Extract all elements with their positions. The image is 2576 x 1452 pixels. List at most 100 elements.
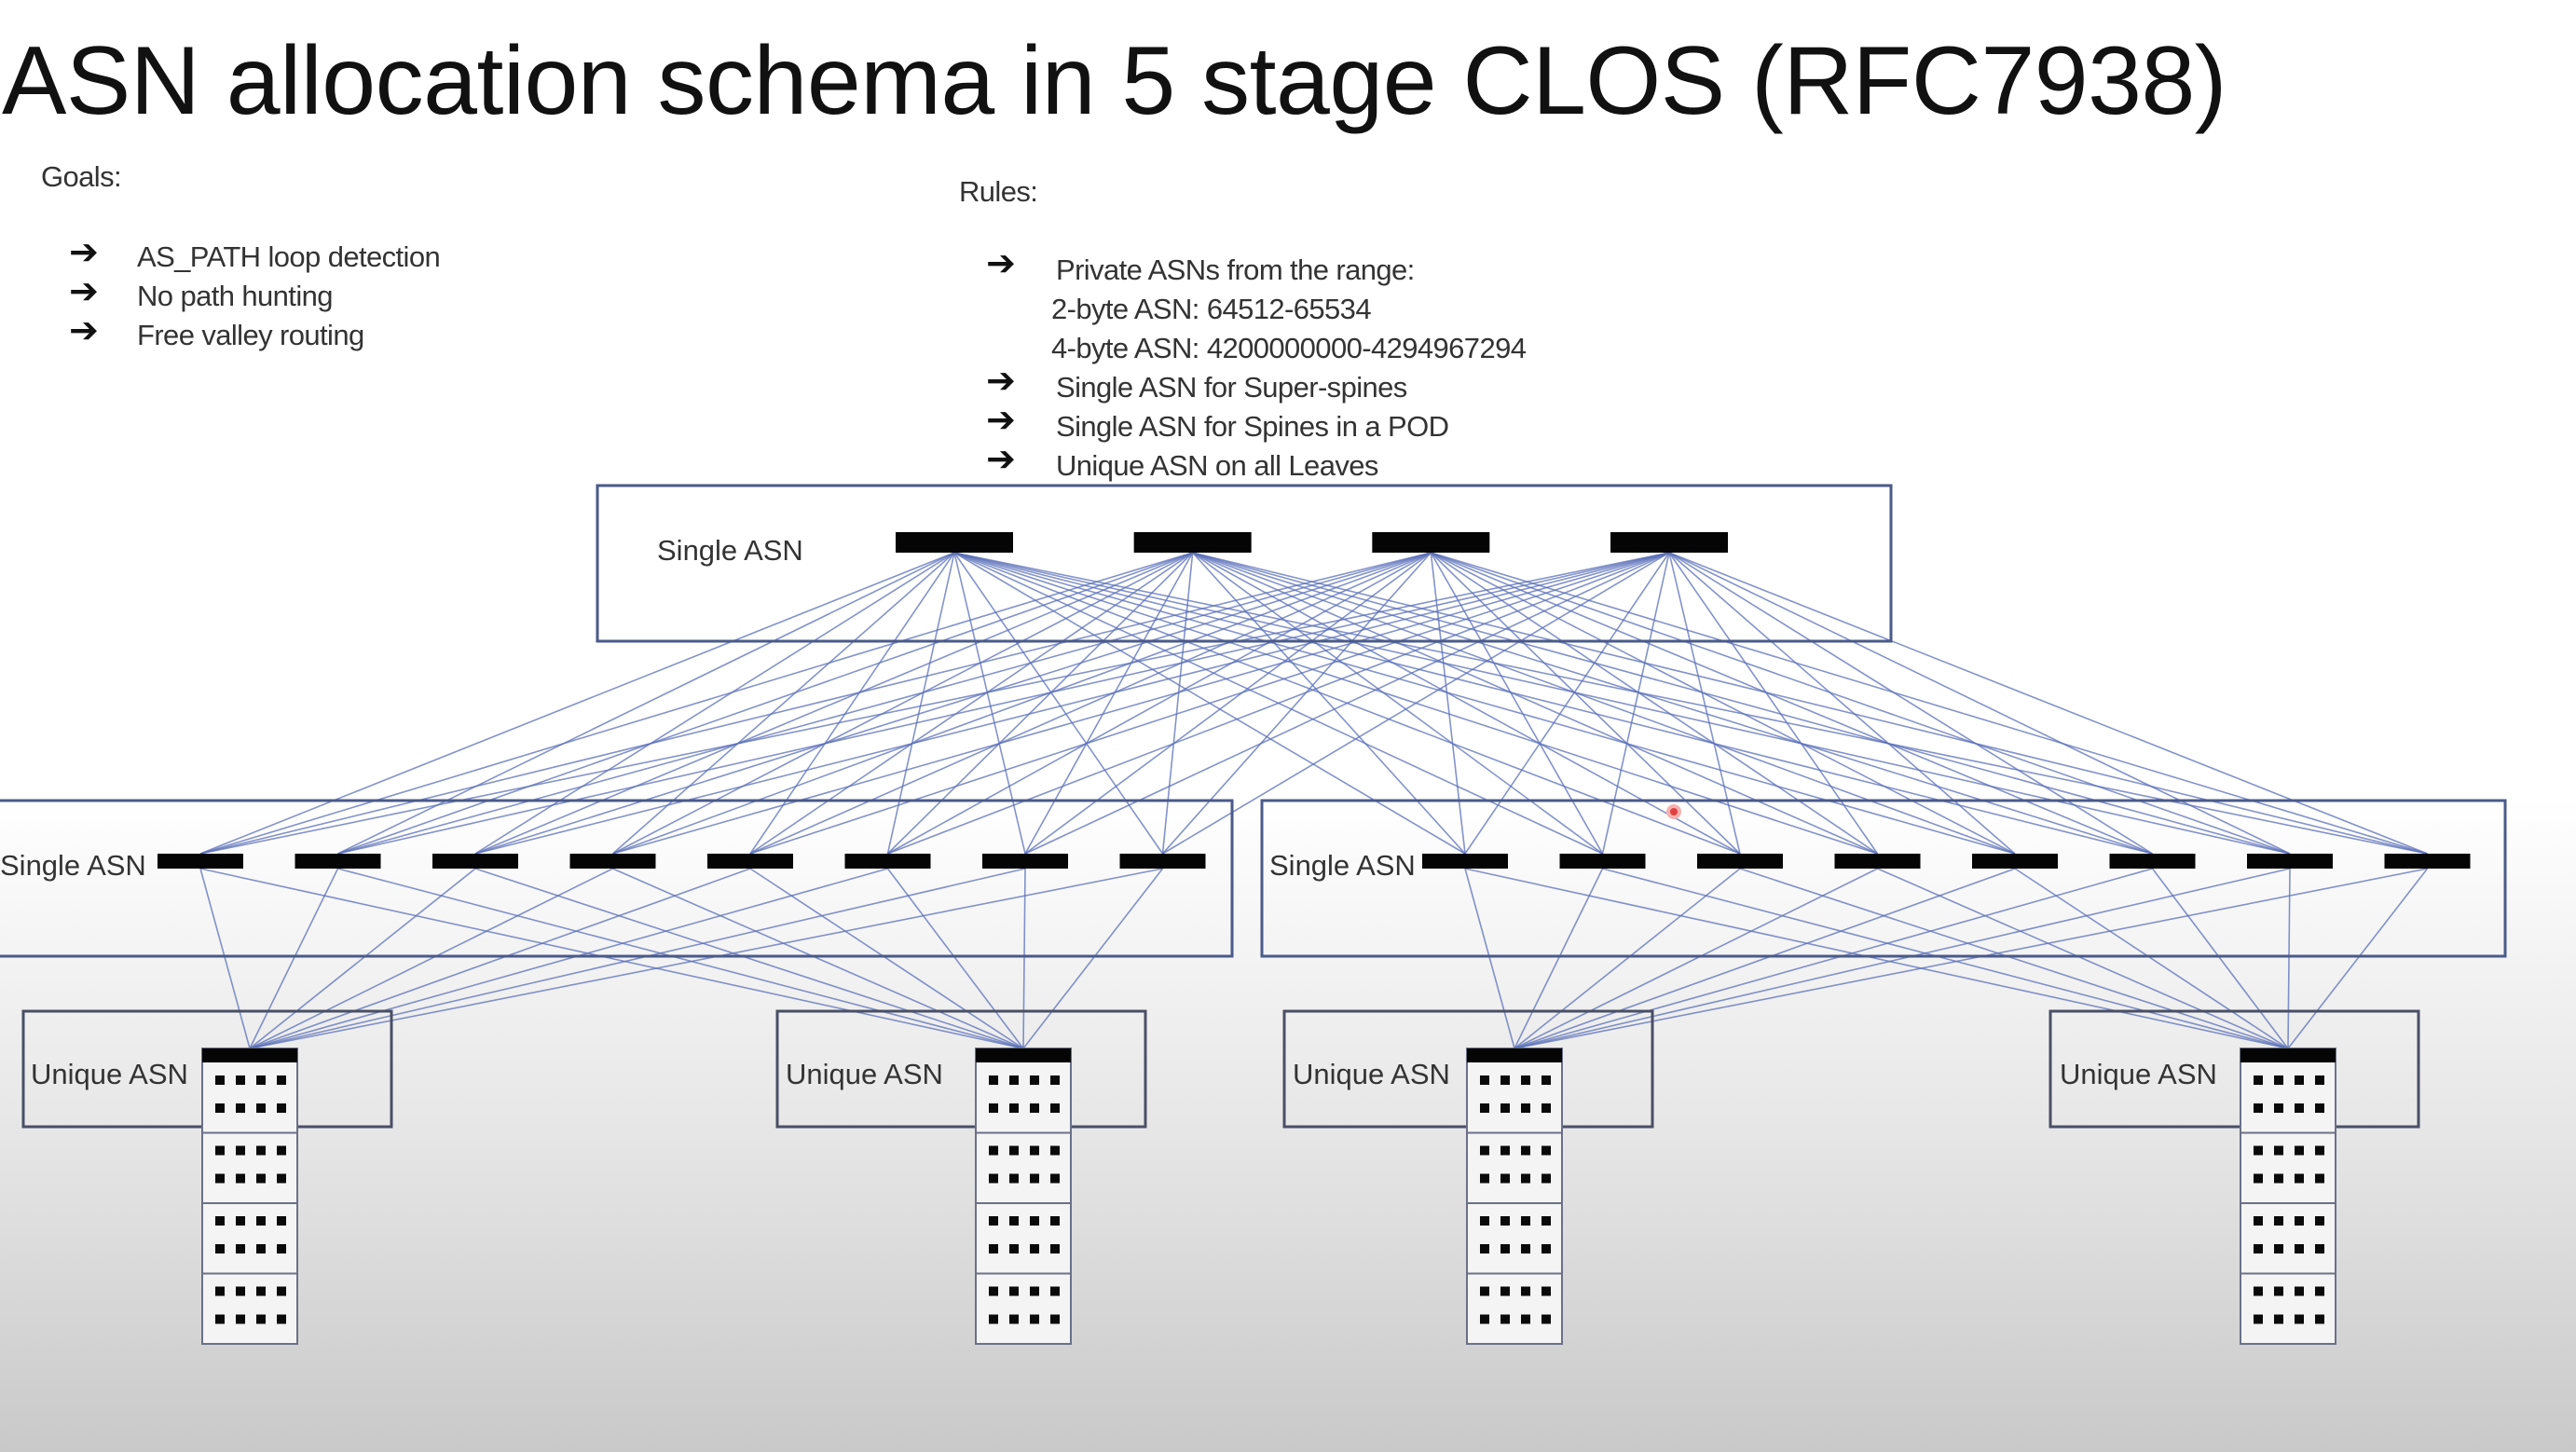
super-spine-asn-label: Single ASN	[657, 534, 803, 567]
spine-to-leaf-link	[474, 868, 1024, 1049]
server-port	[2274, 1075, 2283, 1085]
super-spine-to-spine-link	[199, 552, 955, 855]
server-port	[989, 1216, 998, 1226]
server-port	[1521, 1103, 1530, 1113]
pod1-asn-box	[0, 799, 1234, 958]
super-spine-to-spine-link	[1192, 552, 1741, 855]
super-spine-to-spine-link	[474, 552, 1670, 855]
super-spine-to-spine-link	[474, 552, 1193, 855]
server-port	[2295, 1145, 2304, 1156]
server-port	[989, 1286, 998, 1296]
server-port	[1030, 1286, 1039, 1296]
server-port	[1480, 1145, 1489, 1156]
spine-switch	[1697, 854, 1783, 869]
super-spine-to-spine-link	[611, 552, 955, 855]
leaf-switch	[202, 1048, 297, 1062]
spine-to-leaf-link	[2014, 868, 2289, 1049]
server-port	[236, 1075, 245, 1085]
server-port	[2295, 1075, 2304, 1085]
server-port	[1541, 1244, 1551, 1253]
server-port	[256, 1075, 266, 1085]
super-spine-to-spine-link	[1162, 552, 1670, 855]
server-port	[1050, 1103, 1060, 1113]
server-port	[215, 1244, 225, 1253]
spine-to-leaf-link	[1514, 868, 2428, 1049]
spine-to-leaf-link	[886, 868, 1024, 1049]
server-port	[215, 1216, 225, 1226]
spine-to-leaf-link	[1514, 868, 2016, 1049]
server-port	[1500, 1075, 1510, 1085]
super-spine-to-spine-link	[1192, 552, 2153, 855]
server-port	[1050, 1216, 1060, 1226]
spine-to-leaf-link	[1739, 868, 2289, 1049]
server-port	[2295, 1173, 2304, 1184]
server-port	[256, 1145, 266, 1156]
super-spine-to-spine-link	[1192, 552, 1878, 855]
super-spine-to-spine-link	[1161, 552, 1194, 855]
super-spine-to-spine-link	[953, 552, 2291, 855]
super-spine-to-spine-link	[953, 552, 2428, 855]
super-spine-to-spine-link	[1192, 552, 2428, 855]
spine-to-leaf-link	[2287, 868, 2291, 1049]
spine-switch	[1119, 854, 1206, 869]
server-port	[236, 1216, 245, 1226]
rule-item: Single ASN for Spines in a POD	[1056, 410, 1449, 443]
server-port	[277, 1145, 286, 1156]
spine-to-leaf-link	[199, 868, 1024, 1049]
super-spine-to-spine-link	[1668, 552, 1879, 855]
server-port	[215, 1145, 225, 1156]
server-port	[2274, 1244, 2283, 1253]
spine-to-leaf-link	[249, 868, 1026, 1049]
server-port	[1030, 1314, 1039, 1324]
server-port	[1480, 1216, 1489, 1226]
server-port	[2254, 1075, 2263, 1085]
super-spine-to-spine-link	[1431, 552, 2153, 855]
server-port	[2254, 1145, 2263, 1156]
super-spine-switch	[1610, 532, 1728, 553]
leaf3-asn-label: Unique ASN	[1293, 1058, 1450, 1090]
server-port	[1480, 1286, 1489, 1296]
slide-title: ASN allocation schema in 5 stage CLOS (R…	[2, 27, 2227, 135]
super-spine-to-spine-link	[1430, 552, 2016, 855]
server-port	[277, 1103, 286, 1113]
server-port	[2315, 1244, 2324, 1253]
server-port	[1050, 1075, 1060, 1085]
server-port	[1030, 1075, 1039, 1085]
server-port	[215, 1075, 225, 1085]
super-spine-to-spine-link	[1192, 552, 1466, 855]
server-port	[1480, 1173, 1489, 1184]
super-spine-switch	[1133, 532, 1252, 553]
server-port	[989, 1173, 998, 1184]
server-port	[1009, 1244, 1019, 1253]
server-port	[256, 1173, 266, 1184]
spine-switch	[295, 854, 381, 869]
server-port	[2315, 1173, 2324, 1184]
server-port	[277, 1075, 286, 1085]
super-spine-to-spine-link	[1024, 552, 1670, 855]
server-port	[2295, 1216, 2304, 1226]
server-port	[1521, 1314, 1530, 1324]
server-port	[277, 1173, 286, 1184]
rule-sub-item: 4-byte ASN: 4200000000-4294967294	[1051, 332, 1527, 364]
server-port	[1521, 1145, 1530, 1156]
server-port	[2274, 1173, 2283, 1184]
leaf2-asn-label: Unique ASN	[786, 1058, 943, 1090]
server-port	[1500, 1173, 1510, 1184]
server-port	[1500, 1244, 1510, 1253]
spine-to-leaf-link	[612, 868, 1024, 1049]
server-rack	[1466, 1048, 1563, 1345]
server-port	[1050, 1286, 1060, 1296]
server-port	[1500, 1216, 1510, 1226]
spine-to-leaf-link	[1877, 868, 2289, 1049]
server-port	[2274, 1216, 2283, 1226]
spine-to-leaf-link	[249, 868, 751, 1049]
super-spine-to-spine-link	[1024, 552, 1432, 855]
cursor-pointer-icon	[1666, 804, 1681, 819]
server-port	[2254, 1314, 2263, 1324]
rules-heading: Rules:	[959, 175, 1038, 208]
spine-to-leaf-link	[1514, 868, 2153, 1049]
spine-to-leaf-link	[249, 868, 1163, 1049]
pod2-asn-label: Single ASN	[1269, 849, 1416, 882]
leaf1-asn-label: Unique ASN	[31, 1058, 188, 1090]
server-port	[277, 1244, 286, 1253]
